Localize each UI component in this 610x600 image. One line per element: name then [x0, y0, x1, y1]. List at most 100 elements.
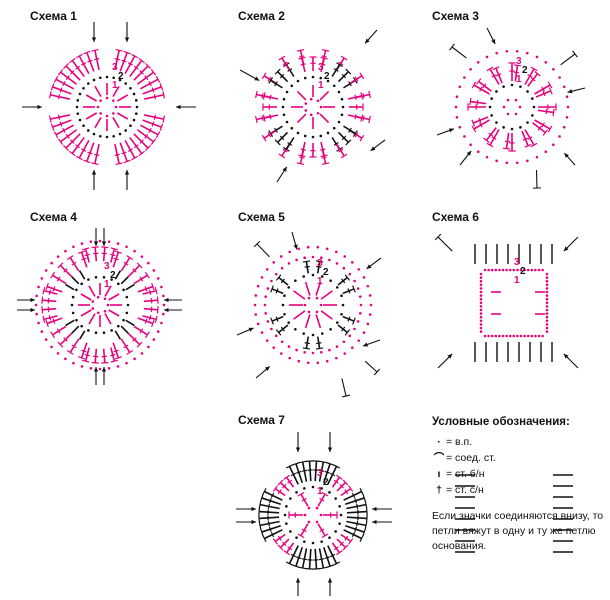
- chain-stitch-mark: [340, 312, 343, 316]
- chain-stitch-mark: [160, 285, 163, 289]
- chain-stitch-mark: [337, 90, 341, 94]
- stitch-mark: [133, 133, 149, 149]
- chain-stitch-mark: [479, 330, 483, 333]
- stitch-mark: [65, 319, 75, 327]
- stitch-crossbar: [282, 541, 287, 546]
- stitch-top: [268, 77, 274, 84]
- stitch-mark: [65, 283, 75, 291]
- round-number-label: 2: [110, 270, 116, 281]
- chain-stitch-mark: [266, 320, 270, 323]
- chain-stitch-mark: [334, 497, 337, 500]
- chain-stitch-mark: [304, 109, 308, 112]
- stitch-crossbar: [57, 114, 61, 120]
- stitch-top: [486, 66, 494, 72]
- stitch-top: [154, 287, 158, 295]
- stitch-crossbar: [537, 125, 542, 131]
- stitch-top: [336, 474, 343, 480]
- chain-stitch-mark: [75, 288, 78, 292]
- stitch-top: [145, 271, 150, 279]
- stitch-mark: [142, 315, 157, 321]
- stitch-crossbar: [354, 132, 359, 138]
- chain-stitch-mark: [287, 345, 291, 348]
- arrow-head: [101, 367, 107, 372]
- legend-item: · = в.п.: [432, 435, 604, 451]
- chain-stitch-mark: [44, 338, 48, 341]
- chain-stitch-mark: [545, 287, 549, 290]
- end-marker-icon: [437, 236, 453, 252]
- stitch-crossbar: [320, 63, 326, 66]
- stitch-mark: [288, 545, 299, 564]
- arrow-head: [563, 246, 569, 252]
- stitch-mark: [346, 516, 367, 520]
- stitch-crossbar: [110, 353, 116, 357]
- stitch-mark: [52, 325, 67, 336]
- stitch-top: [492, 66, 500, 71]
- arrow-head: [295, 578, 301, 583]
- stitch-crossbar: [279, 73, 285, 79]
- stitch-mark: [59, 264, 73, 278]
- chain-stitch-mark: [565, 115, 569, 119]
- chain-stitch-mark: [64, 357, 67, 361]
- stitch-mark: [114, 50, 120, 71]
- chain-stitch-mark: [309, 113, 313, 117]
- stitch-top: [319, 460, 327, 464]
- chain-stitch-mark: [289, 530, 292, 533]
- stitch-top: [296, 162, 305, 165]
- chain-stitch-mark: [125, 311, 129, 315]
- arrow-head: [293, 244, 298, 250]
- chain-stitch-mark: [545, 326, 549, 330]
- stitch-crossbar: [491, 136, 497, 140]
- chain-stitch-mark: [307, 296, 311, 300]
- stitch-top: [368, 115, 371, 124]
- chain-stitch-mark: [455, 115, 459, 119]
- stitch-crossbar: [338, 61, 344, 66]
- chain-stitch-mark: [105, 96, 109, 100]
- stitch-top: [299, 566, 307, 570]
- chain-stitch-mark: [498, 268, 501, 272]
- legend-item-text: = соед. ст.: [446, 452, 496, 465]
- stitch-top: [277, 479, 284, 486]
- chain-stitch-mark: [260, 331, 264, 334]
- stitch-crossbar: [81, 349, 87, 353]
- stitch-mark: [42, 307, 57, 311]
- chain-stitch-mark: [89, 367, 93, 370]
- chain-stitch-mark: [160, 321, 163, 325]
- stitch-mark: [489, 68, 500, 85]
- chain-stitch-mark: [303, 303, 307, 307]
- stitch-mark: [110, 347, 116, 362]
- chain-stitch-mark: [118, 132, 122, 136]
- chain-stitch-mark: [118, 78, 122, 82]
- stitch-crossbar: [75, 144, 81, 149]
- chain-stitch-mark: [295, 536, 298, 539]
- stitch-top: [162, 115, 166, 123]
- chain-stitch-mark: [476, 61, 480, 64]
- chain-stitch-mark: [56, 352, 60, 355]
- chain-stitch-mark: [534, 334, 537, 338]
- chain-stitch-mark: [479, 287, 483, 290]
- chain-stitch-mark: [260, 276, 264, 279]
- chain-stitch-mark: [40, 330, 44, 333]
- stitch-mark: [55, 124, 74, 136]
- stitch-mark: [42, 299, 57, 303]
- stitch-crossbar: [148, 315, 152, 321]
- stitch-crossbar: [341, 135, 347, 141]
- chain-stitch-mark: [514, 112, 518, 116]
- stitch-mark: [293, 290, 306, 300]
- chain-stitch-mark: [303, 256, 306, 260]
- chain-stitch-mark: [311, 485, 315, 489]
- chain-stitch-mark: [37, 285, 40, 289]
- stitch-mark: [343, 490, 362, 501]
- stitch-top: [155, 75, 161, 83]
- stitch-top: [359, 72, 365, 80]
- chain-stitch-mark: [270, 279, 273, 283]
- arrow-head: [295, 447, 301, 452]
- stitch-crossbar: [299, 55, 305, 58]
- legend-item-text: = ст. б/н: [446, 468, 485, 481]
- stitch-crossbar: [144, 318, 148, 324]
- chain-stitch-mark: [320, 275, 324, 278]
- round-number-label: 2: [324, 71, 330, 82]
- chain-stitch-mark: [479, 326, 483, 330]
- arrow-head: [93, 367, 99, 372]
- chain-stitch-mark: [294, 327, 297, 331]
